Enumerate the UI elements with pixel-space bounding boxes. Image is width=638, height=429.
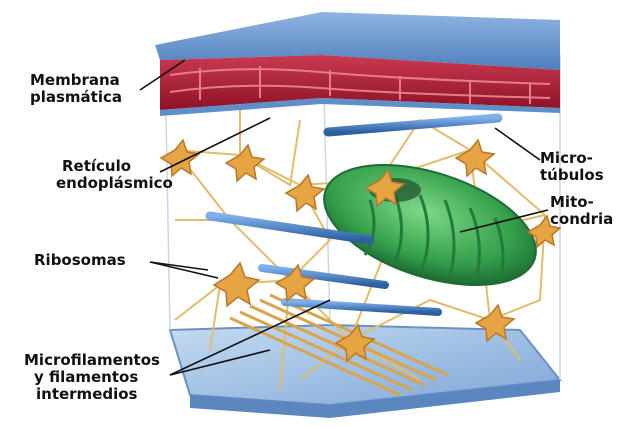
label-line: intermedios <box>24 386 160 403</box>
label-line: Retículo <box>56 158 173 175</box>
label-line: endoplásmico <box>56 175 173 192</box>
label-ribosomas: Ribosomas <box>34 252 126 269</box>
plasma-membrane <box>155 12 560 116</box>
label-microtubulos: Micro- túbulos <box>540 150 604 184</box>
label-reticulo-endoplasmico: Retículo endoplásmico <box>56 158 173 192</box>
label-line: Microfilamentos <box>24 352 160 369</box>
label-line: condria <box>550 211 613 228</box>
label-membrana-plasmatica: Membrana plasmática <box>30 72 122 106</box>
label-microfilamentos: Microfilamentos y filamentos intermedios <box>24 352 160 403</box>
label-line: Micro- <box>540 150 604 167</box>
label-line: y filamentos <box>24 369 160 386</box>
label-line: Mito- <box>550 194 613 211</box>
label-mitocondria: Mito- condria <box>550 194 613 228</box>
label-line: Membrana <box>30 72 122 89</box>
label-line: Ribosomas <box>34 252 126 269</box>
label-line: túbulos <box>540 167 604 184</box>
label-line: plasmática <box>30 89 122 106</box>
